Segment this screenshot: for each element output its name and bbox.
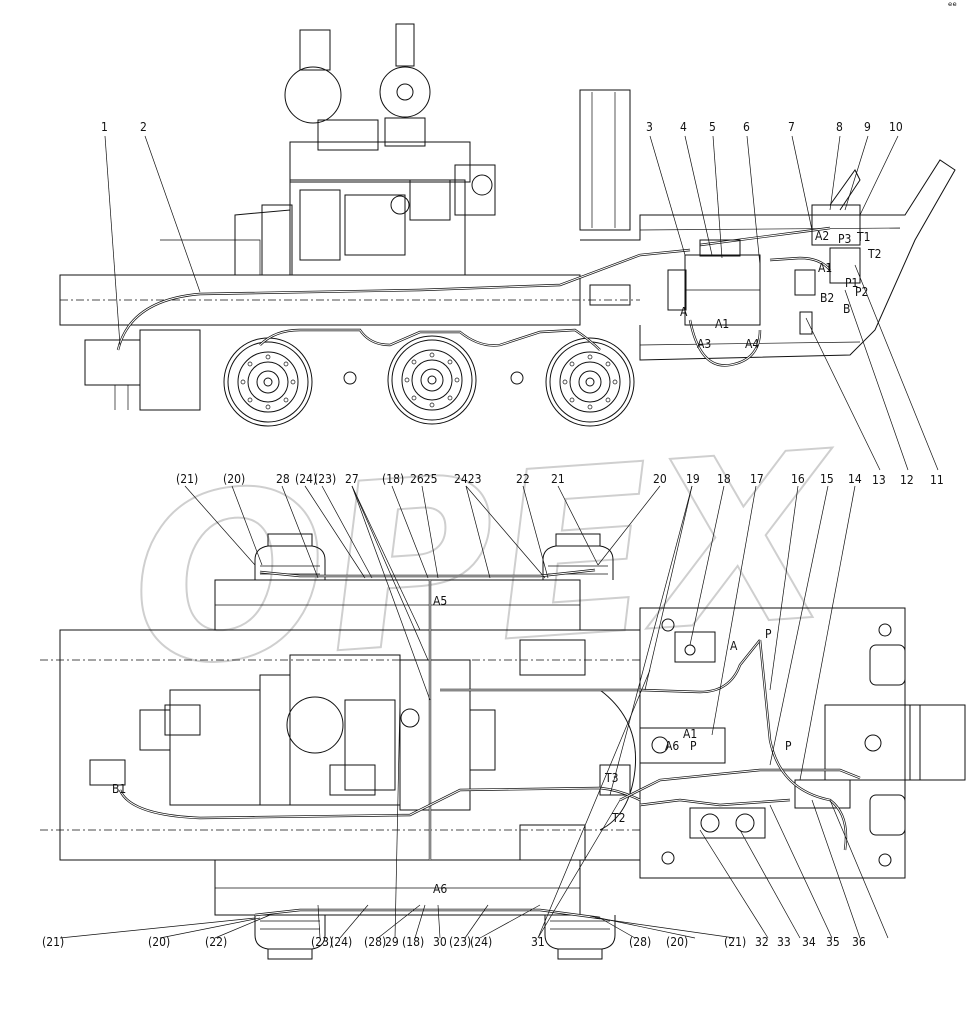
callout-33: 33: [777, 935, 791, 949]
port-label-a-lower: A: [730, 639, 738, 653]
callout-18-top: (18): [382, 472, 404, 486]
cab-post: [579, 89, 631, 231]
port-label-a6-bottom: A6: [433, 882, 447, 896]
wheel-2: [387, 335, 477, 425]
upper-leader-lines: [104, 135, 939, 471]
port-label-a2: A2: [815, 229, 829, 243]
callout-23-top: (23): [314, 472, 336, 486]
callout-24-bottom: (24): [330, 935, 352, 949]
callout-11: 11: [930, 473, 944, 487]
control-valve-cluster: [794, 169, 861, 296]
callout-24-top: (24): [295, 472, 317, 486]
callout-8: 8: [836, 120, 843, 134]
callout-22-top: 22: [516, 472, 530, 486]
callout-35: 35: [826, 935, 840, 949]
callout-18: 18: [717, 472, 731, 486]
callout-2625: 2625: [410, 472, 437, 486]
hose-lower-return: [118, 786, 641, 820]
callout-19: 19: [686, 472, 700, 486]
wheel-1: [223, 337, 313, 427]
callout-28-bottom: (28): [364, 935, 386, 949]
engine-top-view: [89, 654, 496, 811]
callout-20b-bottom: (20): [666, 935, 688, 949]
callout-21b-bottom: (21): [724, 935, 746, 949]
callout-17: 17: [750, 472, 764, 486]
valve-block: [667, 239, 761, 326]
callout-27: 27: [345, 472, 359, 486]
upper-side-view: 1 2 3 4 5 6 7 8 9 10 11 12 13 A A1 A3 A4…: [59, 23, 956, 487]
corner-mark: ᵉᵉ: [948, 0, 957, 13]
port-label-a6-pump: A6: [665, 739, 679, 753]
port-label-t2-lower: T2: [611, 811, 625, 825]
callout-7: 7: [788, 120, 795, 134]
callout-15: 15: [820, 472, 834, 486]
callout-4: 4: [680, 120, 687, 134]
callout-30: 30: [433, 935, 447, 949]
callout-9: 9: [864, 120, 871, 134]
callout-23-bottom: (23): [311, 935, 333, 949]
port-label-b2: B2: [820, 291, 834, 305]
axle-housing-bottom: [214, 859, 581, 916]
callout-32: 32: [755, 935, 769, 949]
port-label-t2: T2: [867, 247, 881, 261]
callout-2: 2: [140, 120, 147, 134]
callout-13: 13: [872, 473, 886, 487]
port-label-a4: A4: [745, 337, 759, 351]
port-label-b1: B1: [112, 782, 126, 796]
port-label-t1: T1: [856, 230, 870, 244]
callout-29: 29: [385, 935, 399, 949]
callout-6: 6: [743, 120, 750, 134]
callout-14: 14: [848, 472, 862, 486]
port-label-p-upper: P: [765, 627, 772, 641]
lower-bottom-leader-lines: [59, 669, 889, 939]
callout-5: 5: [709, 120, 716, 134]
callout-28-top: 28: [276, 472, 290, 486]
callout-2423: 2423: [454, 472, 481, 486]
callout-23b-bottom: (23): [449, 935, 471, 949]
callout-22-bottom: (22): [205, 935, 227, 949]
port-label-p2: P2: [855, 285, 868, 299]
port-label-t3: T3: [604, 771, 618, 785]
callout-21b-top: 21: [551, 472, 565, 486]
callout-12: 12: [900, 473, 914, 487]
port-label-p1: P1: [845, 276, 858, 290]
pump-assembly: [599, 631, 851, 839]
callout-36: 36: [852, 935, 866, 949]
wheel-3: [545, 337, 635, 427]
callout-24b-bottom: (24): [470, 935, 492, 949]
port-label-p-pump: P: [690, 739, 697, 753]
callout-31: 31: [531, 935, 545, 949]
callout-21-top: (21): [176, 472, 198, 486]
callout-20-top: (20): [223, 472, 245, 486]
callout-18-bottom: (18): [402, 935, 424, 949]
port-label-a3: A3: [697, 337, 711, 351]
port-label-p3: P3: [838, 232, 851, 246]
port-label-b: B: [843, 302, 850, 316]
callout-34: 34: [802, 935, 816, 949]
engine-assembly: [160, 23, 496, 276]
callout-3: 3: [646, 120, 653, 134]
callout-21-bottom: (21): [42, 935, 64, 949]
lower-top-leader-lines: [184, 485, 856, 796]
port-label-a5: A5: [433, 594, 447, 608]
callout-1: 1: [101, 120, 108, 134]
callout-20b-top: 20: [653, 472, 667, 486]
port-label-a1: A1: [715, 317, 729, 331]
port-label-a1-lower: A1: [683, 727, 697, 741]
callout-16: 16: [791, 472, 805, 486]
lower-top-view: (21) (20) 28 (24) (23) 27 (18) 2625 2423…: [40, 472, 966, 960]
callout-10: 10: [889, 120, 903, 134]
callout-20-bottom: (20): [148, 935, 170, 949]
callout-28b-bottom: (28): [629, 935, 651, 949]
port-label-p-valve: P: [785, 739, 792, 753]
port-label-a: A: [680, 305, 688, 319]
port-label-a1b: A1: [818, 261, 832, 275]
